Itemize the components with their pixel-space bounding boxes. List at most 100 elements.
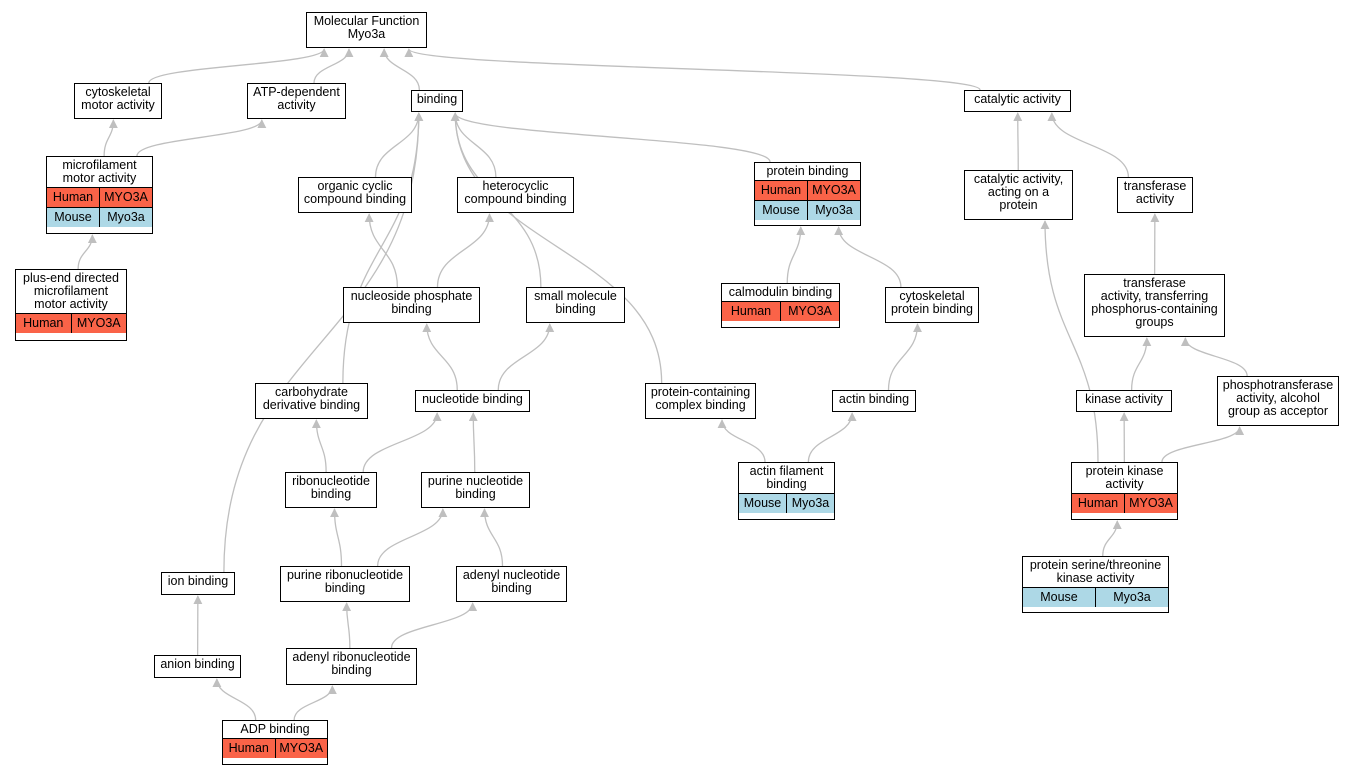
- go-term-label: nucleoside phosphate binding: [350, 289, 473, 316]
- go-term-ion[interactable]: ion binding: [161, 572, 235, 595]
- go-term-heterocyclic[interactable]: heterocyclic compound binding: [457, 177, 574, 213]
- go-term-catalytic-protein[interactable]: catalytic activity, acting on a protein: [964, 170, 1073, 220]
- go-term-label: phosphotransferase activity, alcohol gro…: [1222, 378, 1334, 418]
- edge-microfilament-motor-to-atp-dependent: [136, 119, 267, 157]
- gene-label: MYO3A: [274, 739, 328, 758]
- go-term-nucleoside-phosphate[interactable]: nucleoside phosphate binding: [343, 287, 480, 323]
- annotation-row-human: Human MYO3A: [223, 738, 327, 758]
- go-term-carbohydrate-derivative[interactable]: carbohydrate derivative binding: [255, 383, 368, 419]
- edge-actin-to-cytoskeletal-protein: [887, 323, 922, 391]
- edge-actin-filament-to-actin: [807, 412, 857, 463]
- go-term-cytoskeletal-protein[interactable]: cytoskeletal protein binding: [885, 287, 979, 323]
- edge-adenyl-ribonucleotide-to-adenyl-nucleotide: [390, 602, 478, 649]
- go-term-label: adenyl nucleotide binding: [462, 568, 561, 595]
- edge-ribonucleotide-to-carbohydrate-derivative: [311, 419, 327, 473]
- go-term-ribonucleotide[interactable]: ribonucleotide binding: [285, 472, 377, 508]
- species-label: Human: [228, 741, 269, 755]
- edge-calmodulin-to-protein-binding: [786, 226, 806, 284]
- go-term-label: binding: [416, 92, 458, 106]
- go-term-label: carbohydrate derivative binding: [262, 385, 361, 412]
- edge-nucleotide-to-nucleoside-phosphate: [422, 323, 458, 391]
- go-term-transferase-phosphorus[interactable]: transferase activity, transferring phosp…: [1084, 274, 1225, 337]
- go-term-label: organic cyclic compound binding: [303, 179, 407, 206]
- edge-ser-thr-kinase-to-protein-kinase: [1102, 520, 1122, 557]
- go-term-label: cytoskeletal motor activity: [81, 85, 155, 112]
- edge-purine-nucleotide-to-nucleotide: [468, 412, 478, 473]
- go-term-nucleotide[interactable]: nucleotide binding: [415, 390, 530, 412]
- edge-protein-complex-to-binding: [450, 112, 663, 384]
- species-label: Human: [730, 304, 772, 318]
- species-label: Human: [23, 316, 64, 330]
- go-term-small-molecule[interactable]: small molecule binding: [526, 287, 625, 323]
- go-term-protein-complex[interactable]: protein-containing complex binding: [645, 383, 756, 419]
- go-term-adenyl-ribonucleotide[interactable]: adenyl ribonucleotide binding: [286, 648, 417, 685]
- go-term-label: purine ribonucleotide binding: [286, 568, 404, 595]
- gene-label: Myo3a: [1095, 588, 1168, 607]
- annotation-row-human: Human MYO3A: [16, 313, 126, 333]
- go-term-label: protein binding: [766, 164, 849, 178]
- go-term-anion[interactable]: anion binding: [154, 655, 241, 678]
- go-term-label: ribonucleotide binding: [292, 474, 370, 501]
- go-term-kinase[interactable]: kinase activity: [1076, 390, 1172, 412]
- go-term-label: microfilament motor activity: [62, 158, 137, 185]
- species-label: Human: [1077, 496, 1119, 510]
- go-term-atp-dependent[interactable]: ATP-dependent activity: [247, 83, 346, 119]
- go-term-phosphotransferase[interactable]: phosphotransferase activity, alcohol gro…: [1217, 376, 1339, 426]
- edge-catalytic-to-root: [404, 48, 981, 91]
- go-term-label: plus-end directed microfilament motor ac…: [23, 271, 119, 311]
- go-term-root[interactable]: Molecular Function Myo3a: [306, 12, 427, 48]
- edge-binding-to-root: [379, 48, 421, 91]
- edge-microfilament-motor-to-cytoskeletal-motor: [103, 119, 118, 157]
- go-term-label: protein kinase activity: [1085, 464, 1164, 491]
- edge-organic-cyclic-to-binding: [374, 112, 424, 178]
- annotation-row-human: Human MYO3A: [1072, 493, 1177, 513]
- go-term-purine-nucleotide[interactable]: purine nucleotide binding: [421, 472, 530, 508]
- go-term-actin[interactable]: actin binding: [832, 390, 916, 412]
- go-term-label: protein serine/threonine kinase activity: [1029, 558, 1162, 585]
- go-term-label: catalytic activity: [974, 92, 1061, 106]
- go-term-label: transferase activity, transferring phosp…: [1091, 276, 1218, 329]
- gene-label: MYO3A: [780, 302, 839, 321]
- gene-label: MYO3A: [1124, 494, 1177, 513]
- go-term-adenyl-nucleotide[interactable]: adenyl nucleotide binding: [456, 566, 567, 602]
- go-term-label: ion binding: [167, 574, 229, 588]
- go-term-label: calmodulin binding: [728, 285, 833, 299]
- gene-label: MYO3A: [99, 188, 152, 207]
- go-term-label: nucleotide binding: [422, 392, 523, 406]
- gene-label: Myo3a: [807, 201, 860, 220]
- annotation-row-mouse: Mouse Myo3a: [739, 493, 834, 513]
- species-label: Mouse: [743, 496, 782, 510]
- gene-label: MYO3A: [70, 314, 127, 333]
- go-term-binding[interactable]: binding: [411, 90, 463, 112]
- edge-purine-ribonucleotide-to-ribonucleotide: [330, 508, 343, 567]
- go-term-plus-end[interactable]: plus-end directed microfilament motor ac…: [15, 269, 127, 341]
- go-term-label: purine nucleotide binding: [427, 474, 524, 501]
- edge-nucleotide-to-small-molecule: [497, 323, 555, 391]
- gene-label: Myo3a: [786, 494, 834, 513]
- go-term-label: actin filament binding: [749, 464, 824, 491]
- edge-cytoskeletal-protein-to-protein-binding: [834, 226, 902, 288]
- species-label: Human: [760, 183, 802, 197]
- edge-nucleoside-phosphate-to-heterocyclic: [436, 213, 494, 288]
- species-label: Mouse: [54, 210, 92, 224]
- go-term-cytoskeletal-motor[interactable]: cytoskeletal motor activity: [74, 83, 162, 119]
- go-term-label: kinase activity: [1085, 392, 1163, 406]
- edge-adenyl-nucleotide-to-purine-nucleotide: [480, 508, 504, 567]
- go-term-ser-thr-kinase[interactable]: protein serine/threonine kinase activity…: [1022, 556, 1169, 613]
- go-term-transferase[interactable]: transferase activity: [1117, 177, 1193, 213]
- go-term-purine-ribonucleotide[interactable]: purine ribonucleotide binding: [280, 566, 410, 602]
- go-term-catalytic[interactable]: catalytic activity: [964, 90, 1071, 112]
- edge-phosphotransferase-to-transferase-phosphorus: [1180, 337, 1248, 377]
- go-term-organic-cyclic[interactable]: organic cyclic compound binding: [298, 177, 412, 213]
- edge-kinase-to-transferase-phosphorus: [1130, 337, 1152, 391]
- edge-purine-ribonucleotide-to-purine-nucleotide: [376, 508, 448, 567]
